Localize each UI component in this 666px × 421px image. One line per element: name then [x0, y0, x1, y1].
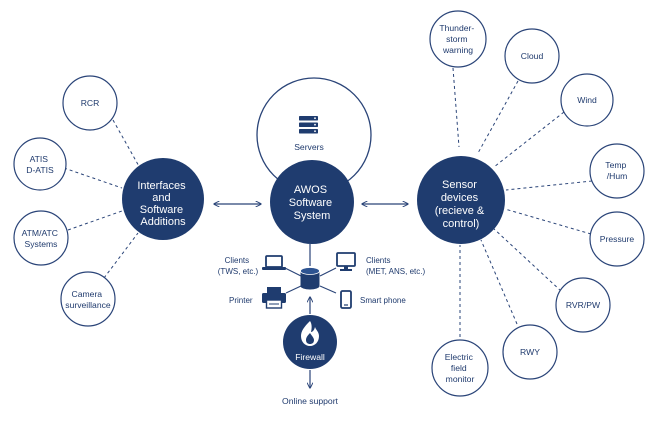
hub-awos: AWOS Software System — [270, 160, 354, 244]
hub-sensors: Sensor devices (recieve & control) — [417, 156, 505, 244]
smartphone-icon — [340, 290, 352, 309]
svg-text:Cloud: Cloud — [521, 51, 544, 61]
svg-text:Camera surveillance: Camera surveillance — [65, 289, 111, 310]
flame-icon — [301, 321, 319, 346]
svg-text:Interfaces and Sof: Interfaces and Software Additions — [137, 180, 188, 228]
device-spokes — [284, 267, 337, 294]
node-electric-field: Electric field monitor — [431, 339, 489, 397]
clients-tws-label: Clients (TWS, etc.) — [218, 256, 259, 276]
node-atis: ATIS D-ATIS — [13, 137, 67, 191]
svg-text:Pressure: Pressure — [600, 234, 635, 244]
connector-rwy — [480, 239, 518, 325]
monitor-icon — [336, 252, 356, 271]
laptop-icon — [262, 255, 286, 270]
svg-text:Thunder- storm war: Thunder- storm warning — [439, 23, 476, 55]
connector-rcr — [112, 119, 141, 169]
connector-thunderstorm — [452, 67, 460, 148]
node-rvr-pw: RVR/PW — [555, 277, 611, 333]
node-atm-atc: ATM/ATC Systems — [13, 210, 69, 266]
connector-wind — [493, 111, 565, 168]
svg-text:Sensor devices (re: Sensor devices (recieve & control) — [435, 179, 488, 230]
node-camera: Camera surveillance — [60, 271, 116, 327]
svg-text:AWOS Software Syst: AWOS Software System — [289, 184, 335, 222]
connector-pressure — [504, 208, 592, 235]
svg-text:Temp /Hum: Temp /Hum — [605, 160, 628, 181]
node-wind: Wind — [560, 73, 614, 127]
connector-atm — [67, 210, 123, 231]
svg-text:ATIS D-ATIS: ATIS D-ATIS — [26, 154, 54, 175]
printer-icon — [262, 287, 286, 309]
sensor-connectors — [452, 67, 593, 343]
connector-atis — [63, 167, 123, 189]
online-support-label: Online support — [282, 396, 339, 406]
hub-interfaces: Interfaces and Software Additions — [122, 158, 204, 240]
servers-label: Servers — [294, 142, 324, 152]
database-icon — [300, 267, 320, 290]
svg-text:RWY: RWY — [520, 347, 540, 357]
svg-text:RCR: RCR — [81, 98, 100, 108]
firewall-label: Firewall — [295, 352, 325, 362]
svg-text:Wind: Wind — [577, 95, 597, 105]
node-cloud: Cloud — [504, 28, 560, 84]
connector-camera — [103, 232, 139, 279]
node-thunderstorm: Thunder- storm warning — [429, 10, 487, 68]
node-pressure: Pressure — [589, 211, 645, 267]
connector-temp — [505, 180, 593, 191]
server-rack-icon — [299, 116, 318, 134]
node-temp-hum: Temp /Hum — [589, 143, 645, 199]
node-rwy: RWY — [502, 324, 558, 380]
connector-cloud — [477, 80, 519, 154]
svg-text:ATM/ATC Systems: ATM/ATC Systems — [22, 228, 61, 249]
svg-text:Electric field mon: Electric field monitor — [445, 352, 476, 384]
smartphone-label: Smart phone — [360, 296, 406, 305]
printer-label: Printer — [229, 296, 253, 305]
svg-text:RVR/PW: RVR/PW — [566, 300, 601, 310]
node-rcr: RCR — [62, 75, 118, 131]
clients-met-label: Clients (MET, ANS, etc.) — [366, 256, 425, 276]
interfaces-connectors — [63, 119, 141, 279]
connector-rvr — [492, 227, 562, 292]
